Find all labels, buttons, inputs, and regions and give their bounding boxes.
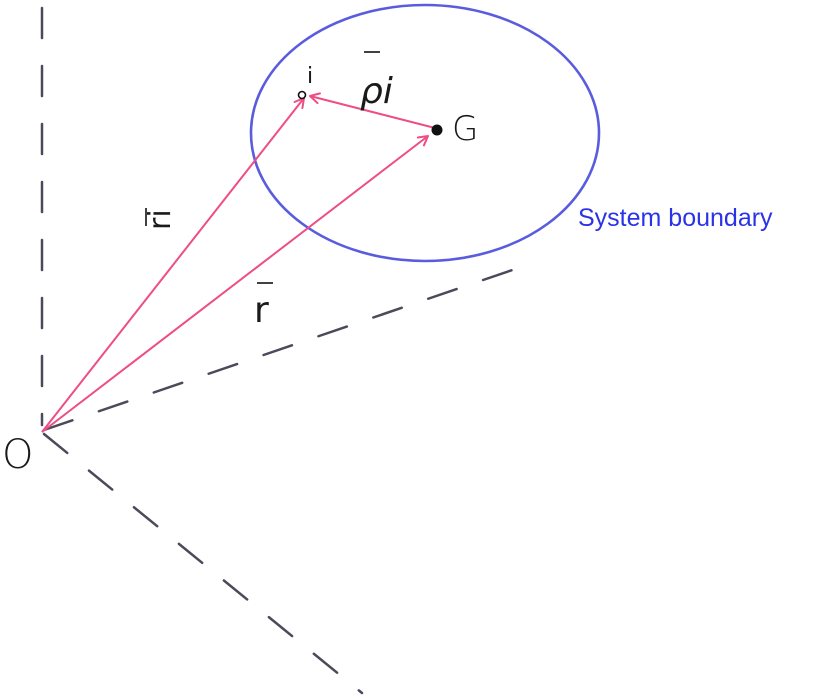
rho-i-label: ρi xyxy=(360,71,393,112)
origin-label: O xyxy=(2,432,33,478)
center-of-mass-label: G xyxy=(452,109,478,149)
r-label: r xyxy=(254,290,269,331)
r-i-label-group: ri xyxy=(143,208,178,230)
r-label-group: r xyxy=(254,282,273,331)
system-boundary-label: System boundary xyxy=(578,204,773,232)
rho-i-label-group: ρi xyxy=(360,51,393,112)
oblique-axis xyxy=(42,263,529,432)
vector-r-i xyxy=(41,97,305,433)
particle-label: i xyxy=(307,64,313,89)
vector-rho-i xyxy=(309,92,436,129)
vector-r xyxy=(41,135,429,433)
system-boundary-ellipse xyxy=(249,3,601,263)
lower-axis xyxy=(42,432,364,695)
particle-point xyxy=(297,90,307,100)
r-i-label: ri xyxy=(143,209,178,230)
center-of-mass-point xyxy=(431,124,443,136)
